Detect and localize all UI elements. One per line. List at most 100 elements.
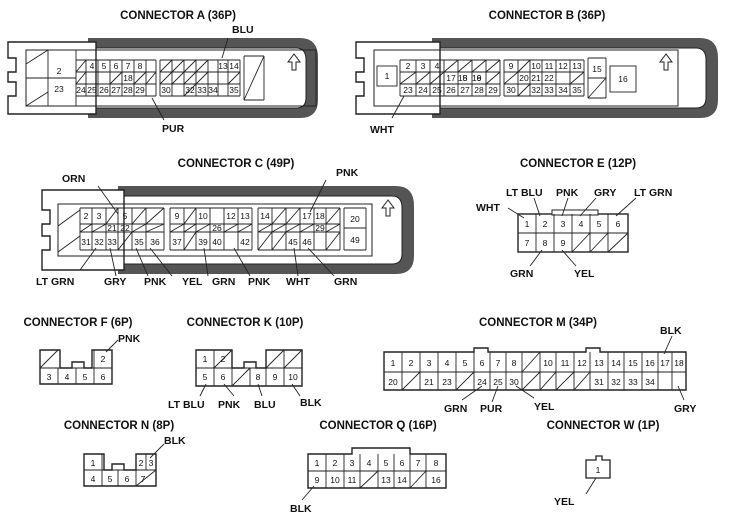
connector-m-wire-label: PUR [480, 403, 503, 415]
connector-a-wire-label: PUR [162, 123, 185, 135]
connector-m-wire-label: GRN [444, 403, 467, 415]
connector-b-pin: 17 [446, 73, 456, 83]
connector-e-pin: 2 [543, 219, 548, 229]
connector-a-pin: 33 [197, 85, 207, 95]
connector-m-pin: 6 [480, 358, 485, 368]
connector-f-wire-label: PNK [118, 333, 141, 345]
connector-m-pin: 16 [645, 358, 655, 368]
connector-w-wire-label: YEL [554, 496, 575, 508]
connector-n-pin: 7 [141, 474, 146, 484]
connector-q-pin: 13 [381, 475, 391, 485]
connector-m-pin: 5 [463, 358, 468, 368]
connector-e-title: CONNECTOR E (12P) [520, 158, 636, 170]
connector-e-wire-label: YEL [574, 268, 595, 280]
connector-n-pin: 3 [149, 458, 154, 468]
connector-b-pin: 13 [572, 61, 582, 71]
connector-q-title: CONNECTOR Q (16P) [319, 420, 437, 432]
connector-m-pin: 1 [391, 358, 396, 368]
connector-e-pin: 9 [561, 238, 566, 248]
connector-c-wire-label: YEL [182, 276, 203, 288]
connector-c-orientation-arrow-icon [381, 199, 395, 217]
connector-b-pin: 26 [446, 85, 456, 95]
connector-k-title: CONNECTOR K (10P) [187, 317, 304, 329]
connector-b-orientation-arrow-icon [659, 53, 673, 71]
connector-a-pin: 7 [126, 61, 131, 71]
connector-m-pin: 33 [628, 377, 638, 387]
connector-e-wire-label: PNK [556, 187, 579, 199]
connector-b-pin: 1 [385, 71, 390, 81]
connector-k-pin: 5 [203, 372, 208, 382]
connector-b-pin: 29 [488, 85, 498, 95]
connector-c-pin: 9 [175, 211, 180, 221]
connector-c-pin: 12 [226, 211, 236, 221]
connector-c-pin: 26 [212, 223, 222, 233]
connector-m-pin: 32 [611, 377, 621, 387]
connector-m: 1 2 3 4 5 6 7 8 10 11 12 13 14 15 16 17 … [383, 325, 696, 415]
connector-k-pin: 6 [221, 372, 226, 382]
connector-c-pin: 14 [260, 211, 270, 221]
connector-c-pin: 21 [107, 223, 117, 233]
connector-c-title: CONNECTOR C (49P) [178, 158, 295, 170]
connector-b-pin: 3 [421, 61, 426, 71]
connector-m-pin: 10 [543, 358, 553, 368]
connector-a-pin: 14 [229, 61, 239, 71]
connector-c-pin: 49 [350, 235, 360, 245]
connector-e-latch [551, 209, 599, 216]
connector-e-pin: 6 [616, 219, 621, 229]
connector-q-body [307, 447, 447, 489]
connector-b-pin: 30 [506, 85, 516, 95]
connector-q-pin: 10 [330, 475, 340, 485]
connector-f-pin: 5 [83, 372, 88, 382]
connector-b-pin: 23 [403, 85, 413, 95]
connector-c-pin: 39 [198, 237, 208, 247]
connector-k-wire-label: BLU [254, 399, 276, 411]
connector-b-pin: 35 [572, 85, 582, 95]
connector-a-title: CONNECTOR A (36P) [120, 10, 236, 22]
connector-c-pin: 5 [123, 211, 128, 221]
connector-m-pin: 7 [496, 358, 501, 368]
connector-n-title: CONNECTOR N (8P) [64, 420, 174, 432]
connector-b-pin: 20 [519, 73, 529, 83]
connector-b-pin-field [373, 49, 679, 107]
connector-q: 1 2 3 4 5 6 7 8 9 10 11 13 14 16 BLK [290, 447, 447, 515]
connector-q-pin: 6 [400, 458, 405, 468]
connector-b-pin: 18 [458, 73, 468, 83]
connector-b: 1 2 3 4 5 6 9 10 11 12 13 15 16 17 18 19… [355, 38, 718, 136]
connector-e-pin: 5 [597, 219, 602, 229]
connector-f-pin: 3 [47, 372, 52, 382]
connector-a-pin: 35 [229, 85, 239, 95]
connector-n-pin: 6 [125, 474, 130, 484]
connector-b-pin: 6 [477, 73, 482, 83]
connector-b-pin: 28 [474, 85, 484, 95]
connector-a-pin: 26 [99, 85, 109, 95]
connector-f: 2 3 4 5 6 PNK [39, 333, 141, 385]
connector-k-pin: 1 [203, 354, 208, 364]
connector-c-wire-label: GRY [104, 276, 126, 288]
connector-a-pin: 25 [87, 85, 97, 95]
connector-f-title: CONNECTOR F (6P) [23, 317, 132, 329]
connector-b-pin: 11 [545, 61, 554, 71]
connector-q-pin: 1 [315, 458, 320, 468]
connector-b-pin: 27 [460, 85, 470, 95]
connector-a-pin: 8 [138, 61, 143, 71]
connector-c-pin: 46 [302, 237, 312, 247]
connector-m-pin: 31 [594, 377, 604, 387]
connector-a-pin: 23 [54, 84, 64, 94]
connector-m-title: CONNECTOR M (34P) [479, 317, 597, 329]
connector-c-pin: 33 [107, 237, 117, 247]
connector-a-pin: 34 [208, 85, 218, 95]
connector-c-pin: 10 [198, 211, 208, 221]
connector-c-wire-label: WHT [286, 276, 310, 288]
connector-m-body [383, 347, 687, 391]
connector-w-title: CONNECTOR W (1P) [547, 420, 660, 432]
connector-m-wire-label: BLK [660, 325, 682, 337]
connector-b-wire-label: WHT [370, 124, 394, 136]
connector-f-pin: 6 [101, 372, 106, 382]
connector-c-wire-label: ORN [62, 173, 85, 185]
connector-b-title: CONNECTOR B (36P) [489, 10, 606, 22]
connector-b-pin: 2 [406, 61, 411, 71]
connector-m-pin: 24 [477, 377, 487, 387]
connector-c-wire-label: GRN [334, 276, 357, 288]
connector-q-pin: 7 [416, 458, 421, 468]
